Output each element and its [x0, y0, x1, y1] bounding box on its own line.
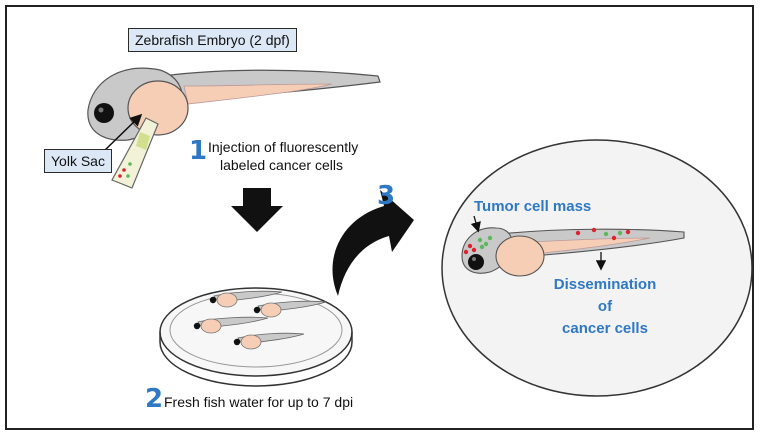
step-1-line-1: Injection of fluorescently	[208, 139, 359, 155]
tumor-cell-green	[479, 244, 485, 250]
small-embryo	[233, 332, 305, 350]
fish-eye	[468, 254, 484, 270]
injection-needle	[111, 117, 159, 189]
fish-eye-highlight	[98, 107, 104, 113]
tumor-cell-mass-label: Tumor cell mass	[474, 198, 592, 215]
fish-trunk-pink	[183, 83, 333, 105]
yolk-sac-shape	[127, 80, 189, 136]
step-2-number: 2	[145, 384, 164, 414]
step-1-number: 1	[189, 136, 208, 166]
step-3-number: 3	[377, 181, 396, 211]
step-1-line-2: labeled cancer cells	[220, 157, 343, 174]
down-arrow-icon	[231, 188, 283, 232]
curved-arrow-icon	[332, 190, 414, 296]
step-2-text: Fresh fish water for up to 7 dpi	[164, 394, 354, 410]
step-1-text: Injection of fluorescently labeled cance…	[208, 138, 358, 174]
dish-embryos	[193, 290, 327, 350]
zebrafish-embryo-result	[461, 227, 685, 277]
needle-cell-red	[122, 168, 126, 172]
yolk-sac-pointer	[103, 113, 143, 152]
disseminated-cell-red	[575, 230, 581, 236]
needle-cell-green	[126, 174, 130, 178]
tumor-cell-green	[487, 235, 493, 241]
dissemination-label: Dissemination of cancer cells	[545, 274, 665, 339]
tumor-cell-red	[467, 243, 473, 249]
small-embryo	[253, 300, 327, 318]
disseminated-cell-green	[603, 231, 609, 237]
petri-dish	[159, 287, 353, 387]
zebrafish-embryo-large	[87, 67, 381, 141]
needle-cell-green	[128, 162, 132, 166]
disseminated-cell-green	[617, 230, 623, 236]
tumor-cell-green	[477, 237, 483, 243]
small-embryo	[193, 316, 269, 334]
disseminated-cell-red	[611, 235, 617, 241]
tumor-pointer-arrow	[470, 215, 481, 233]
small-embryo	[209, 290, 283, 308]
tumor-cell-red	[471, 247, 477, 253]
yolk-sac-label: Yolk Sac	[44, 149, 112, 173]
dissemination-line-1: Dissemination of	[553, 276, 657, 315]
tumor-cell-red	[463, 249, 469, 255]
needle-cell-red	[118, 174, 122, 178]
disseminated-cell-red	[625, 229, 631, 235]
tumor-cell-green	[483, 241, 489, 247]
dissemination-line-2: cancer cells	[562, 319, 648, 337]
embryo-label: Zebrafish Embryo (2 dpf)	[128, 28, 297, 52]
disseminated-cell-red	[591, 227, 597, 233]
fish-eye	[94, 103, 114, 123]
